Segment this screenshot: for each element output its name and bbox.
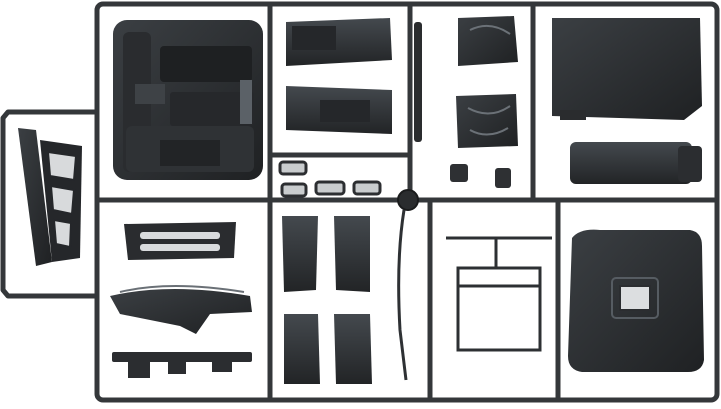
bunk-panel	[552, 18, 702, 120]
dashboard-part	[110, 285, 252, 334]
mirror-bracket-parts	[450, 164, 511, 188]
runner-hub	[397, 189, 419, 211]
wire-part	[397, 209, 408, 381]
cab-rear-panel	[113, 20, 263, 180]
door-trim-top	[458, 16, 518, 66]
mesh-step-parts	[278, 160, 382, 198]
front-grille-part	[124, 222, 236, 260]
seat-cushions	[282, 216, 372, 384]
seat-base-bottom	[286, 86, 392, 134]
rail-bracket-part	[112, 352, 252, 378]
roof-panel-part	[568, 229, 704, 372]
side-grille-part	[18, 128, 82, 266]
seat-base-top	[286, 18, 392, 66]
door-trim-bottom	[456, 94, 518, 148]
storage-box-part	[570, 142, 702, 184]
chassis-frame-part	[446, 236, 552, 352]
vertical-rod-part	[414, 22, 422, 142]
